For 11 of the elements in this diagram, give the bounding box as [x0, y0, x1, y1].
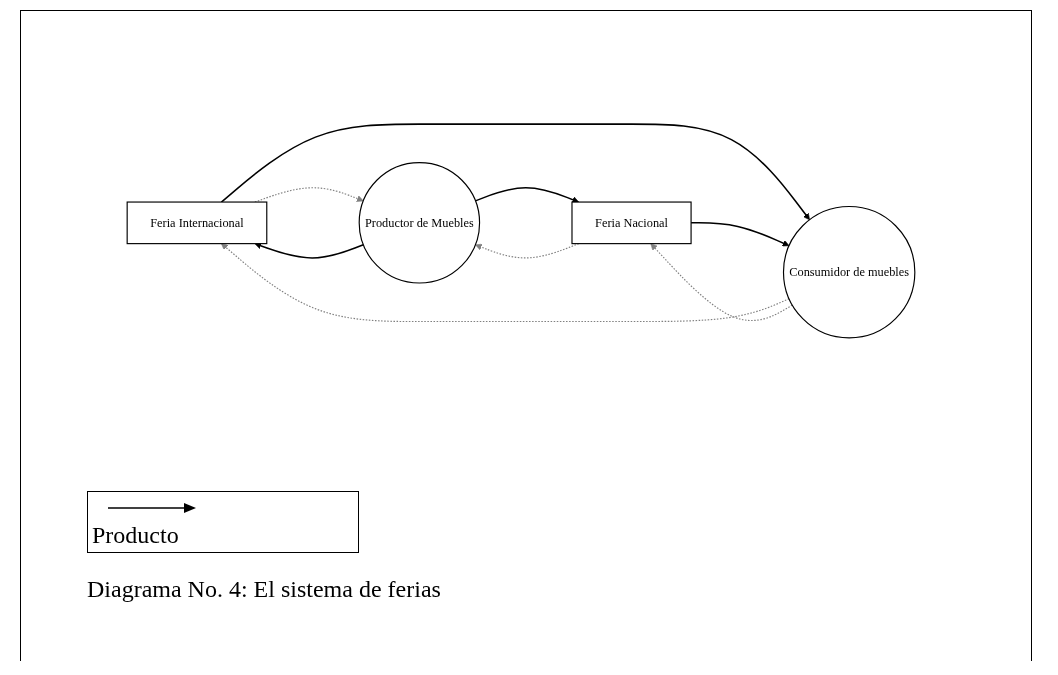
caption: Diagrama No. 4: El sistema de ferias — [87, 576, 441, 603]
node-circle: Productor de Muebles — [358, 162, 481, 284]
node-box: Feria Nacional — [571, 201, 692, 245]
legend-label: Producto — [92, 522, 179, 549]
arrow — [474, 187, 580, 203]
arrow — [254, 242, 365, 259]
node-circle: Consumidor de muebles — [782, 205, 916, 339]
arrow — [221, 243, 790, 323]
node-box: Feria Internacional — [126, 201, 268, 245]
arrow — [650, 243, 793, 322]
arrow — [220, 123, 810, 221]
